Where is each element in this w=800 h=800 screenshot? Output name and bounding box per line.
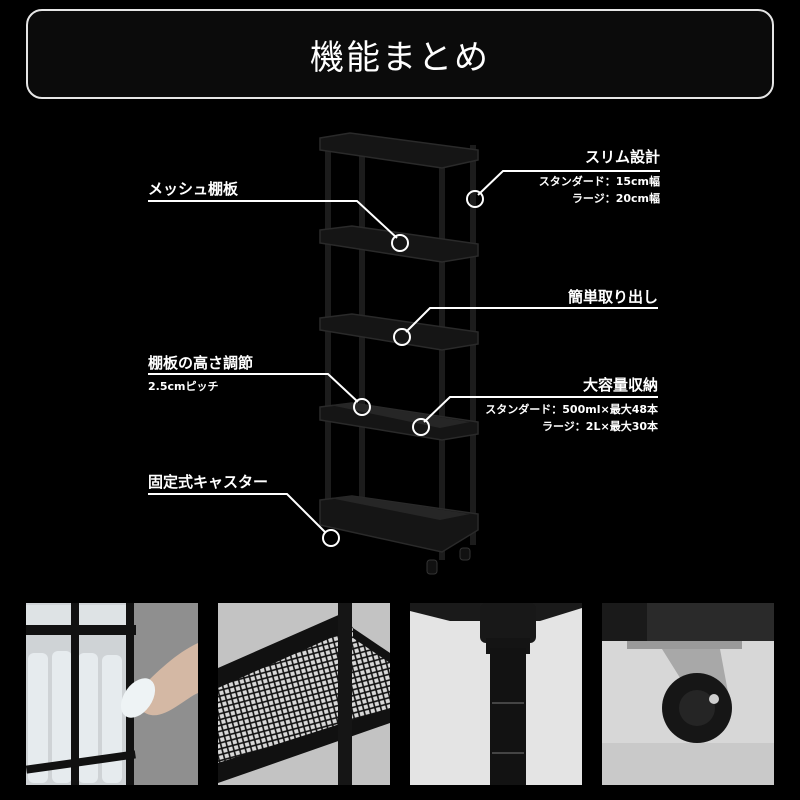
- feature-title: 簡単取り出し: [567, 288, 658, 306]
- feature-detail: ラージ：20cm幅: [571, 192, 660, 205]
- feature-detail: スタンダード：500ml×最大48本: [485, 403, 658, 416]
- feature-title: 固定式キャスター: [148, 473, 269, 491]
- feature-mesh-shelf: メッシュ棚板: [148, 178, 238, 199]
- caster-photo: [602, 603, 774, 785]
- feature-large-capacity: 大容量収納 スタンダード：500ml×最大48本 ラージ：2L×最大30本: [485, 374, 658, 435]
- bottles-photo: [26, 603, 198, 785]
- pole-photo: [410, 603, 582, 785]
- feature-title: 大容量収納: [582, 376, 658, 394]
- header-box: 機能まとめ: [26, 9, 774, 99]
- feature-fixed-caster: 固定式キャスター: [148, 471, 268, 492]
- feature-detail: スタンダード：15cm幅: [538, 175, 660, 188]
- detail-photos: [0, 603, 800, 785]
- feature-title: スリム設計: [584, 148, 660, 166]
- shelf-rack-illustration: [148, 132, 660, 575]
- feature-title: 棚板の高さ調節: [148, 354, 254, 372]
- feature-title: メッシュ棚板: [148, 180, 239, 198]
- feature-easy-take-out: 簡単取り出し: [568, 286, 658, 307]
- feature-detail: ラージ：2L×最大30本: [542, 420, 658, 433]
- page-title: 機能まとめ: [310, 37, 490, 78]
- feature-height-adjust: 棚板の高さ調節 2.5cmピッチ: [148, 352, 253, 395]
- feature-slim-design: スリム設計 スタンダード：15cm幅 ラージ：20cm幅: [539, 146, 660, 207]
- feature-detail: 2.5cmピッチ: [148, 380, 219, 393]
- mesh-shelf-photo: [218, 603, 390, 785]
